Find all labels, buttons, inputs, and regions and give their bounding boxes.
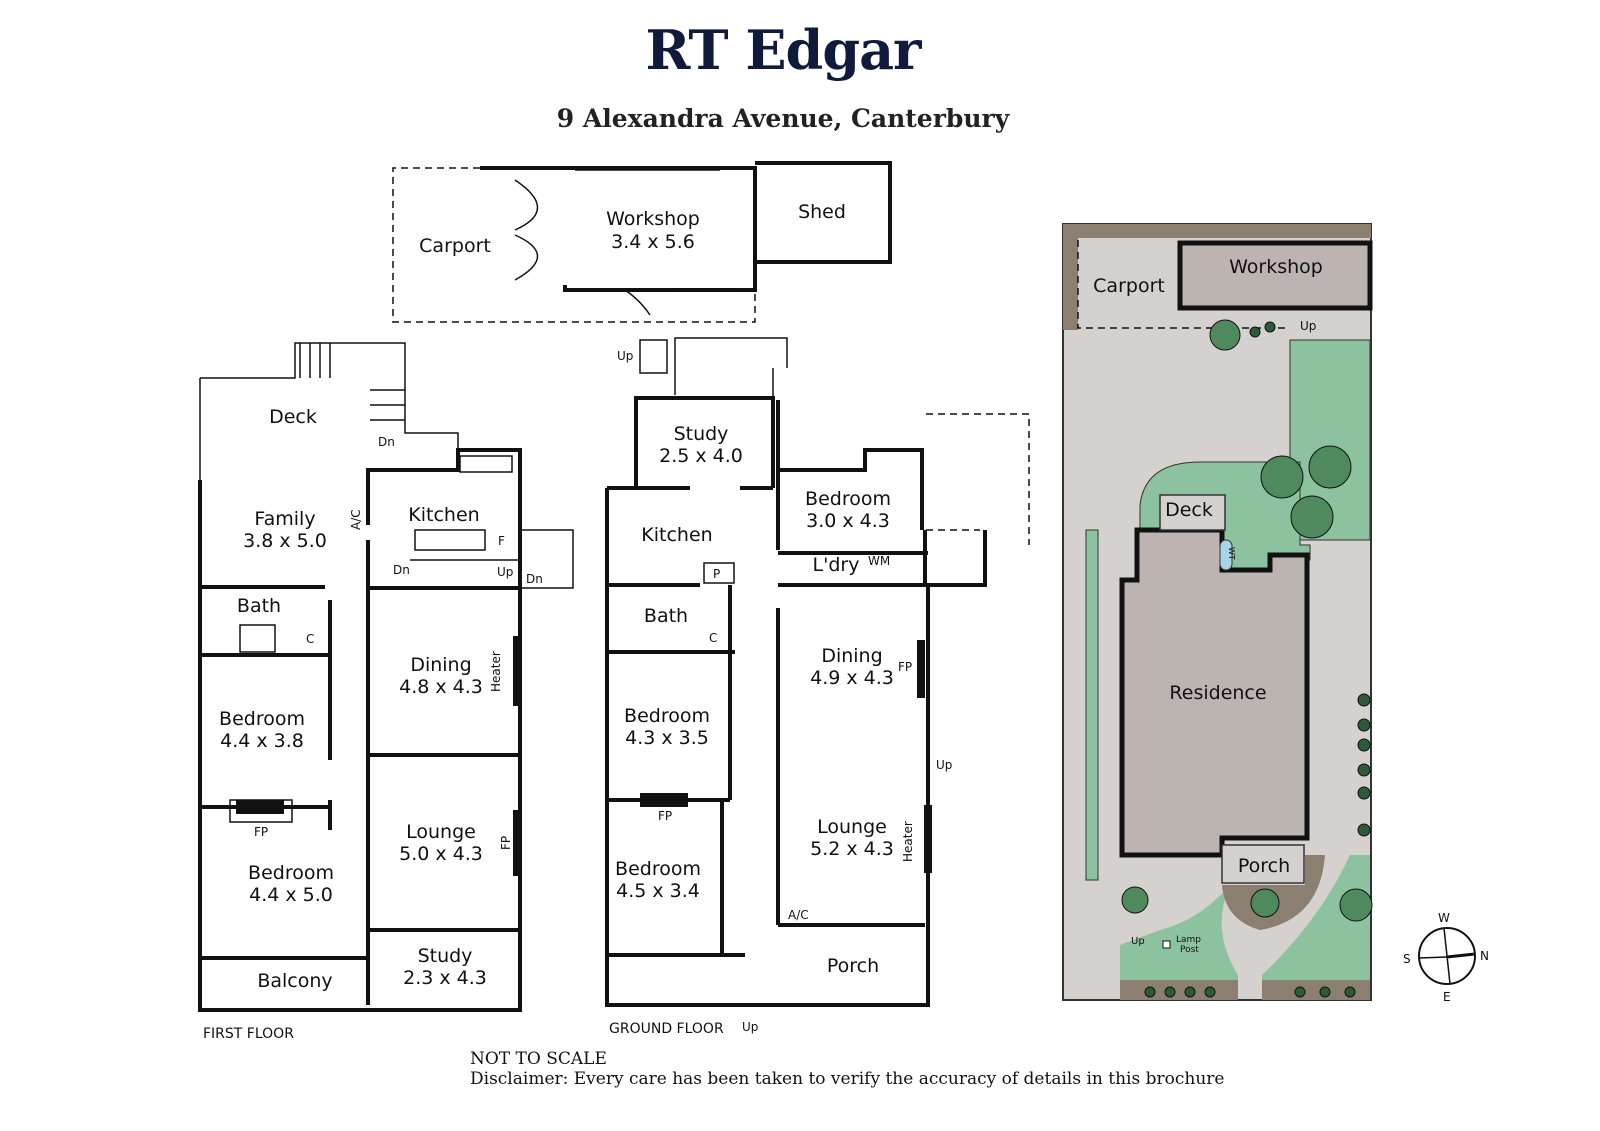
ff-family-label: Family: [254, 508, 315, 530]
compass-west: W: [1438, 911, 1450, 925]
gf-laundry-label: L'dry: [813, 554, 860, 576]
gf-study-label: Study: [674, 423, 729, 445]
compass-north: N: [1480, 949, 1489, 963]
ff-study-dims: 2.3 x 4.3: [403, 967, 487, 989]
ff-deck-label: Deck: [269, 406, 317, 428]
gf-porch-label: Porch: [827, 955, 879, 977]
ff-bedroom2-label: Bedroom: [248, 862, 334, 884]
water-tank-label: WT: [1227, 547, 1236, 560]
ac-label: A/C: [349, 509, 363, 530]
workshop-label: Workshop: [606, 208, 700, 230]
ff-bedroom1-dims: 4.4 x 3.8: [220, 730, 304, 752]
ff-bedroom1-label: Bedroom: [219, 708, 305, 730]
ff-lounge-label: Lounge: [406, 821, 476, 843]
gf-study-dims: 2.5 x 4.0: [659, 445, 743, 467]
residence-label: Residence: [1169, 682, 1266, 704]
up-label: Up: [497, 565, 513, 579]
ff-dining-label: Dining: [410, 654, 471, 676]
cupboard-label: C: [709, 631, 717, 645]
ff-dining-dims: 4.8 x 4.3: [399, 676, 483, 698]
up-label: Up: [617, 349, 633, 363]
gf-bath-label: Bath: [644, 605, 688, 627]
ff-kitchen-label: Kitchen: [408, 504, 479, 526]
compass-east: E: [1443, 990, 1451, 1004]
dn-label: Dn: [393, 563, 410, 577]
gf-lounge-label: Lounge: [817, 816, 887, 838]
fireplace-label: FP: [898, 660, 912, 674]
fridge-label: F: [498, 534, 505, 548]
first-floor-label: FIRST FLOOR: [203, 1026, 294, 1042]
pantry-label: P: [713, 567, 720, 581]
gf-dining-label: Dining: [821, 645, 882, 667]
heater-label: Heater: [489, 651, 503, 692]
gf-bedroom1-dims: 3.0 x 4.3: [806, 510, 890, 532]
site-deck-label: Deck: [1165, 499, 1213, 521]
ff-bedroom2-dims: 4.4 x 5.0: [249, 884, 333, 906]
dn-label: Dn: [526, 572, 543, 586]
ff-study-label: Study: [418, 945, 473, 967]
compass-south: S: [1403, 952, 1411, 966]
gf-bedroom1-label: Bedroom: [805, 488, 891, 510]
fireplace-label: FP: [499, 836, 513, 850]
ac-label: A/C: [788, 908, 809, 922]
up-label: Up: [742, 1020, 758, 1034]
carport-label: Carport: [419, 235, 491, 257]
gf-lounge-dims: 5.2 x 4.3: [810, 838, 894, 860]
notes: NOT TO SCALE Disclaimer: Every care has …: [470, 1049, 1224, 1089]
not-to-scale-note: NOT TO SCALE: [470, 1049, 607, 1069]
property-address: 9 Alexandra Avenue, Canterbury: [556, 104, 1010, 133]
dn-label: Dn: [378, 435, 395, 449]
gf-dining-dims: 4.9 x 4.3: [810, 667, 894, 689]
fireplace-label: FP: [658, 809, 672, 823]
lamp-post-label: Lamp: [1176, 935, 1201, 945]
up-label: Up: [1131, 936, 1145, 947]
up-label: Up: [936, 758, 952, 772]
fireplace-label: FP: [254, 825, 268, 839]
ff-lounge-dims: 5.0 x 4.3: [399, 843, 483, 865]
up-label: Up: [1300, 319, 1316, 333]
lamp-post-label: Post: [1180, 945, 1199, 955]
ground-floor-label: GROUND FLOOR: [609, 1021, 724, 1037]
site-porch-label: Porch: [1238, 855, 1290, 877]
gf-kitchen-label: Kitchen: [641, 524, 712, 546]
gf-bedroom3-dims: 4.5 x 3.4: [616, 880, 700, 902]
ground-floor-plan: Study 2.5 x 4.0 Kitchen Bedroom 3.0 x 4.…: [605, 337, 1030, 1037]
gf-bedroom2-label: Bedroom: [624, 705, 710, 727]
gf-bedroom3-label: Bedroom: [615, 858, 701, 880]
ff-balcony-label: Balcony: [257, 970, 332, 992]
first-floor-plan: Deck Family 3.8 x 5.0 Kitchen Bath Dinin…: [198, 342, 574, 1042]
workshop-dims: 3.4 x 5.6: [611, 231, 695, 253]
outbuildings: Carport Workshop 3.4 x 5.6 Shed: [392, 161, 892, 323]
site-workshop-label: Workshop: [1229, 256, 1323, 278]
cupboard-label: C: [306, 632, 314, 646]
compass-icon: W N S E: [1403, 911, 1489, 1004]
disclaimer: Disclaimer: Every care has been taken to…: [470, 1069, 1225, 1089]
ff-bath-label: Bath: [237, 595, 281, 617]
site-carport-label: Carport: [1093, 275, 1165, 297]
site-plan: Carport Workshop Deck WT Residence Porch…: [1062, 223, 1373, 1001]
ff-family-dims: 3.8 x 5.0: [243, 530, 327, 552]
gf-bedroom2-dims: 4.3 x 3.5: [625, 727, 709, 749]
washing-machine-label: WM: [868, 554, 890, 568]
heater-label: Heater: [901, 821, 915, 862]
shed-label: Shed: [798, 201, 846, 223]
brand-logo: RT Edgar: [645, 18, 921, 82]
